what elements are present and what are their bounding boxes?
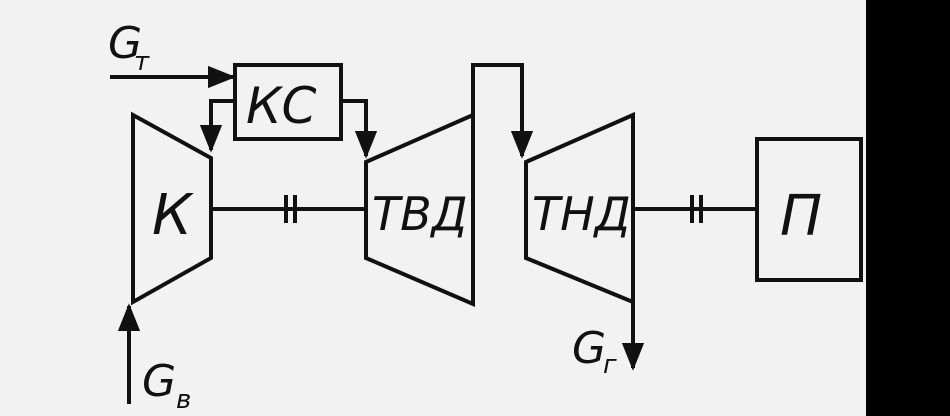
air-flow-subscript: в [176, 385, 191, 415]
consumer-label: П [780, 184, 822, 249]
fuel-flow-label: G [108, 18, 142, 69]
compressor-shape [131, 111, 213, 306]
compressor-to-chamber-line [199, 99, 235, 153]
compressor-label: К [152, 183, 194, 248]
right-black-band [866, 0, 950, 416]
air-flow-label: G [142, 356, 176, 407]
combustion-chamber-label: КС [246, 77, 316, 135]
fuel-flow-subscript: т [134, 47, 150, 77]
hp-to-lp-duct [471, 63, 534, 159]
chamber-to-hp-line [341, 99, 378, 159]
lp-turbine-label: ТНД [532, 187, 631, 241]
hp-turbine-label: ТВД [372, 187, 468, 241]
gas-flow-label: G [572, 323, 606, 374]
hp-turbine-shape [364, 111, 475, 308]
gas-flow-subscript: г [603, 350, 617, 380]
